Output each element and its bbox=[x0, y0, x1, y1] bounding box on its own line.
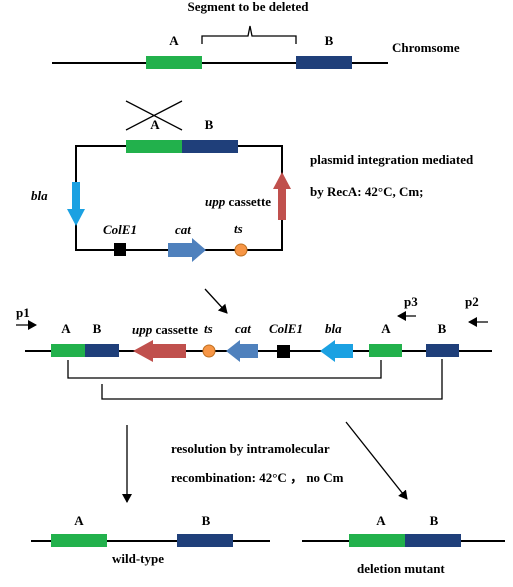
plasmid-region-a-label: A bbox=[150, 117, 160, 132]
chromosome-name: Chromsome bbox=[392, 40, 460, 55]
deletion-mutant-label: deletion mutant bbox=[357, 561, 445, 576]
integrated-cole1-box bbox=[277, 345, 290, 358]
integrated-cat-arrow bbox=[226, 340, 258, 362]
a-pairing-bracket bbox=[67, 360, 382, 379]
integrated-region-a-left-label: A bbox=[61, 321, 71, 336]
integrated-region-b-right-label: B bbox=[438, 321, 447, 336]
integrated-bla-arrow bbox=[320, 340, 353, 362]
deletion-mutant-arrow bbox=[345, 421, 408, 500]
integrated-region-b-right-box bbox=[426, 344, 459, 357]
region-a-label: A bbox=[169, 33, 179, 48]
mutant-region-a-box bbox=[349, 534, 405, 547]
upp-label: upp bbox=[205, 194, 226, 209]
integrated-cole1-label: ColE1 bbox=[269, 321, 303, 336]
ts-label: ts bbox=[234, 221, 243, 236]
integrated-upp-label: upp bbox=[132, 322, 153, 337]
region-b-label: B bbox=[325, 33, 334, 48]
integrated-region-b-left-label: B bbox=[93, 321, 102, 336]
wild-type-region-a-label: A bbox=[74, 513, 84, 528]
integrated-cat-label: cat bbox=[235, 321, 251, 336]
cole1-label: ColE1 bbox=[103, 222, 137, 237]
plasmid-region-b-label: B bbox=[205, 117, 214, 132]
wild-type-region-b-box bbox=[177, 534, 233, 547]
cat-label: cat bbox=[175, 222, 191, 237]
wild-type-region-a-box bbox=[51, 534, 107, 547]
primer-p2-label: p2 bbox=[465, 294, 479, 309]
plasmid-section: A B bla upp cassette ColE1 cat ts plasmi… bbox=[31, 100, 474, 262]
chromosome-section: Segment to be deleted A B Chromsome bbox=[52, 0, 460, 69]
mutant-region-a-label: A bbox=[376, 513, 386, 528]
resolution-line2: recombination: 42°C ， no Cm bbox=[171, 470, 344, 485]
segment-label: Segment to be deleted bbox=[188, 0, 310, 14]
b-pairing-bracket bbox=[101, 359, 443, 400]
integrated-region-a-right-box bbox=[369, 344, 402, 357]
cat-arrow bbox=[168, 238, 206, 262]
primer-p1-label: p1 bbox=[16, 305, 30, 320]
integrated-ts-label: ts bbox=[204, 321, 213, 336]
upp-cassette-label: upp cassette bbox=[205, 194, 271, 209]
integration-description-line2: by RecA: 42°C, Cm; bbox=[310, 184, 424, 199]
plasmid-region-a-box bbox=[126, 140, 182, 153]
integrated-upp-arrow bbox=[133, 340, 186, 362]
plasmid-region-b-box bbox=[182, 140, 238, 153]
integration-description-line1: plasmid integration mediated bbox=[310, 152, 474, 167]
region-a-box bbox=[146, 56, 202, 69]
resolution-line1: resolution by intramolecular bbox=[171, 441, 330, 456]
bla-label: bla bbox=[31, 188, 48, 203]
region-b-box bbox=[296, 56, 352, 69]
crossover-x bbox=[125, 100, 183, 131]
segment-brace bbox=[201, 25, 297, 44]
mutant-region-b-label: B bbox=[430, 513, 439, 528]
upp-cassette-arrow bbox=[273, 172, 291, 220]
wild-type-label: wild-type bbox=[112, 551, 164, 566]
ts-origin-circle bbox=[234, 243, 248, 257]
resolution-section: resolution by intramolecular recombinati… bbox=[122, 421, 408, 503]
integration-arrow bbox=[204, 288, 228, 314]
integrated-upp-cassette-label: upp cassette bbox=[132, 322, 198, 337]
wild-type-region-b-label: B bbox=[202, 513, 211, 528]
integrated-region-b-left-box bbox=[85, 344, 119, 357]
integrated-cassette-label: cassette bbox=[152, 322, 198, 337]
integrated-section: p1 p3 p2 A B upp cassette ts cat ColE1 b… bbox=[16, 288, 492, 400]
mutant-region-b-box bbox=[405, 534, 461, 547]
integrated-ts-circle bbox=[202, 344, 216, 358]
cassette-label: cassette bbox=[225, 194, 271, 209]
integrated-region-a-left-box bbox=[51, 344, 85, 357]
integrated-region-a-right-label: A bbox=[381, 321, 391, 336]
cole1-box bbox=[114, 243, 126, 256]
integrated-bla-label: bla bbox=[325, 321, 342, 336]
primer-p3-label: p3 bbox=[404, 294, 418, 309]
outcomes-section: A B wild-type A B deletion mutant bbox=[31, 513, 505, 576]
bla-arrow bbox=[67, 182, 85, 226]
